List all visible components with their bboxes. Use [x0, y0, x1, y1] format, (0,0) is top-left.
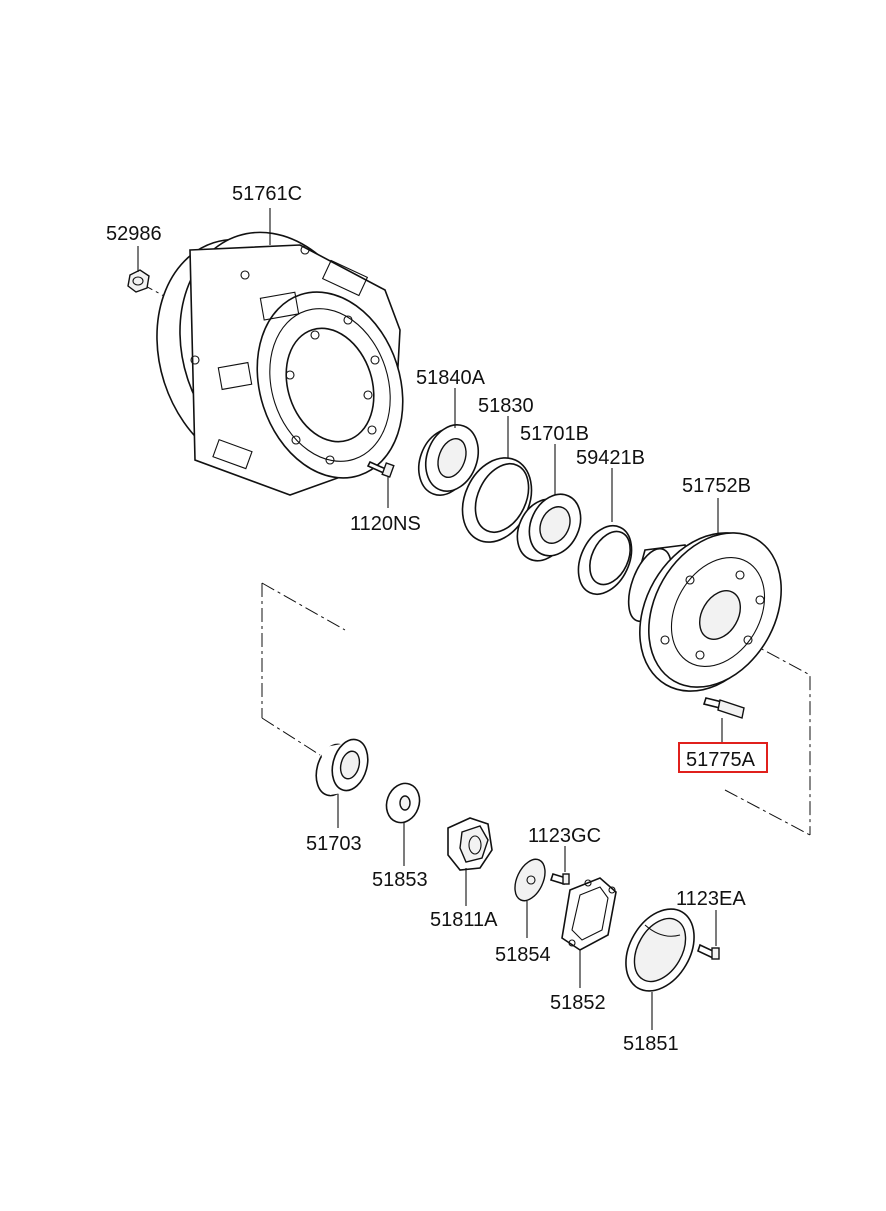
highlight-box-51775a: [678, 742, 768, 773]
brake-drum-part[interactable]: [128, 207, 426, 497]
label-1120ns[interactable]: 1120NS: [350, 513, 421, 535]
label-51775a[interactable]: 51775A: [686, 749, 756, 771]
wheel-hub-51752b-part[interactable]: [612, 508, 808, 715]
hub-bolt-51775a-part[interactable]: [702, 697, 745, 719]
screw-1120ns-part[interactable]: [366, 460, 395, 478]
screw-1123gc-part[interactable]: [549, 873, 570, 885]
bearing-51701b-part[interactable]: [508, 486, 591, 569]
label-51840a[interactable]: 51840A: [416, 367, 486, 389]
oil-seal-51840a-part[interactable]: [410, 417, 487, 502]
label-52986[interactable]: 52986: [106, 223, 162, 245]
label-51761c[interactable]: 51761C: [232, 183, 302, 205]
label-51853[interactable]: 51853: [372, 869, 428, 891]
label-59421b[interactable]: 59421B: [576, 447, 645, 469]
lock-washer-51854-part[interactable]: [509, 855, 551, 906]
leader-lines: [137, 208, 723, 1030]
lock-nut-51811a-part[interactable]: [447, 817, 493, 871]
nut-52986-part[interactable]: [127, 269, 150, 293]
gasket-51852-part[interactable]: [561, 877, 617, 951]
label-51830[interactable]: 51830: [478, 395, 534, 417]
ring-59421b-part[interactable]: [568, 517, 642, 603]
part-labels: 51761C 52986 1120NS 51840A 51830 51701B …: [106, 183, 768, 1055]
label-51701b[interactable]: 51701B: [520, 423, 589, 445]
label-51854[interactable]: 51854: [495, 944, 551, 966]
label-51811a[interactable]: 51811A: [430, 909, 498, 931]
label-51851[interactable]: 51851: [623, 1033, 679, 1055]
label-1123ea[interactable]: 1123EA: [676, 888, 746, 910]
label-51852[interactable]: 51852: [550, 992, 606, 1014]
hub-cap-51851-part[interactable]: [612, 897, 708, 1003]
label-1123gc[interactable]: 1123GC: [528, 825, 601, 847]
label-51752b[interactable]: 51752B: [682, 475, 751, 497]
ring-51830-part[interactable]: [449, 447, 544, 554]
bearing-51703-part[interactable]: [311, 735, 373, 799]
label-51703[interactable]: 51703: [306, 833, 362, 855]
washer-51853-part[interactable]: [381, 779, 425, 828]
screw-1123ea-part[interactable]: [697, 943, 720, 960]
